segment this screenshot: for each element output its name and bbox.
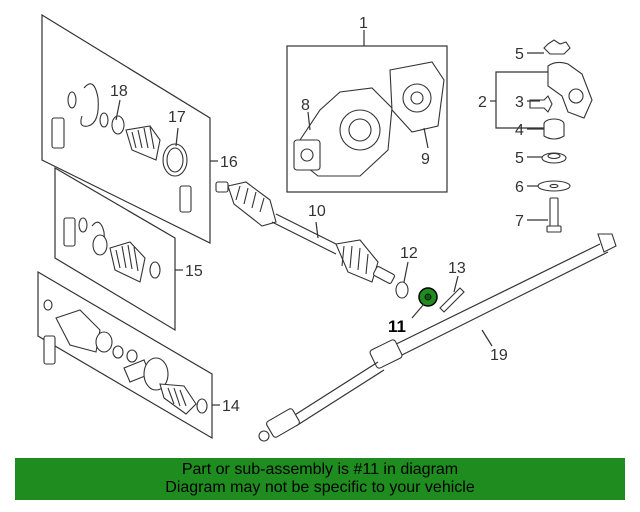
callout-17: 17 xyxy=(168,109,186,126)
callout-9: 9 xyxy=(421,151,430,168)
panel-15 xyxy=(54,166,176,332)
parts-right xyxy=(529,39,593,233)
callout-18: 18 xyxy=(110,83,128,100)
callout-10: 10 xyxy=(308,203,326,220)
panel-14 xyxy=(37,270,213,440)
callout-12: 12 xyxy=(400,245,418,262)
panel-16 xyxy=(41,13,211,244)
callout-3: 3 xyxy=(515,94,524,111)
propeller-shaft-19 xyxy=(258,233,617,442)
callout-5-bottom: 5 xyxy=(515,150,524,167)
callout-13: 13 xyxy=(448,260,466,277)
banner-line-2: Diagram may not be specific to your vehi… xyxy=(165,479,475,496)
panel-1 xyxy=(286,45,448,193)
callout-7: 7 xyxy=(515,213,524,230)
callout-6: 6 xyxy=(515,179,524,196)
half-shaft-10 xyxy=(215,181,396,284)
callout-19: 19 xyxy=(490,347,508,364)
callout-2: 2 xyxy=(478,94,487,111)
callout-15: 15 xyxy=(185,263,203,280)
callout-16: 16 xyxy=(220,154,238,171)
part-11-nut xyxy=(418,287,438,307)
callout-14: 14 xyxy=(222,398,240,415)
leader-lines xyxy=(115,30,548,406)
banner-line-1: Part or sub-assembly is #11 in diagram xyxy=(181,461,459,478)
part-13-pin xyxy=(439,287,465,313)
callout-8: 8 xyxy=(301,97,310,114)
callout-1: 1 xyxy=(359,15,368,32)
callout-5-top: 5 xyxy=(515,46,524,63)
callout-4: 4 xyxy=(515,122,524,139)
part-12-ring xyxy=(395,281,409,299)
callout-11: 11 xyxy=(388,317,406,336)
info-banner: Part or sub-assembly is #11 in diagram D… xyxy=(15,458,625,500)
